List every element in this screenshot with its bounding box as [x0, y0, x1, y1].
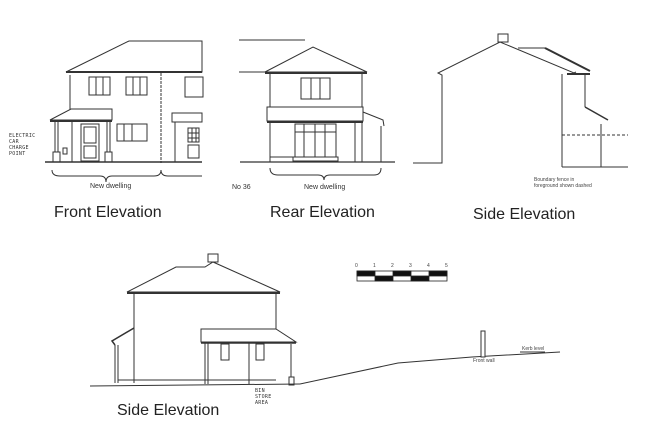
rear-new-dwelling-label: New dwelling — [304, 184, 346, 191]
rear-elevation-title: Rear Elevation — [270, 204, 375, 221]
scale-bar — [356, 270, 448, 282]
side-elevation-title-top: Side Elevation — [473, 206, 576, 223]
rear-elevation-drawing — [239, 39, 395, 181]
side-elevation-top-drawing — [413, 33, 628, 168]
scale-tick-1: 1 — [373, 263, 376, 269]
front-new-dwelling-label: New dwelling — [90, 183, 132, 190]
scale-tick-5: 5 — [445, 263, 448, 269]
scale-tick-4: 4 — [427, 263, 430, 269]
scale-bar-ticks: 0 1 2 3 4 5 — [355, 263, 455, 271]
front-elevation-drawing — [45, 40, 204, 183]
no36-label: No 36 — [232, 184, 251, 191]
scale-tick-2: 2 — [391, 263, 394, 269]
electric-charge-point-annotation: ELECTRIC CAR CHARGE POINT — [9, 133, 36, 157]
boundary-fence-note: Boundary fence in foreground shown dashe… — [534, 177, 592, 189]
scale-tick-0: 0 — [355, 263, 358, 269]
kerb-level-label: Kerb level — [522, 346, 545, 352]
bin-store-annotation: BIN STORE AREA — [255, 388, 272, 406]
side-elevation-title-bottom: Side Elevation — [117, 402, 220, 419]
front-wall-label: Front wall — [473, 358, 495, 364]
front-elevation-title: Front Elevation — [54, 204, 162, 221]
side-elevation-bottom-drawing — [89, 253, 561, 387]
scale-tick-3: 3 — [409, 263, 412, 269]
